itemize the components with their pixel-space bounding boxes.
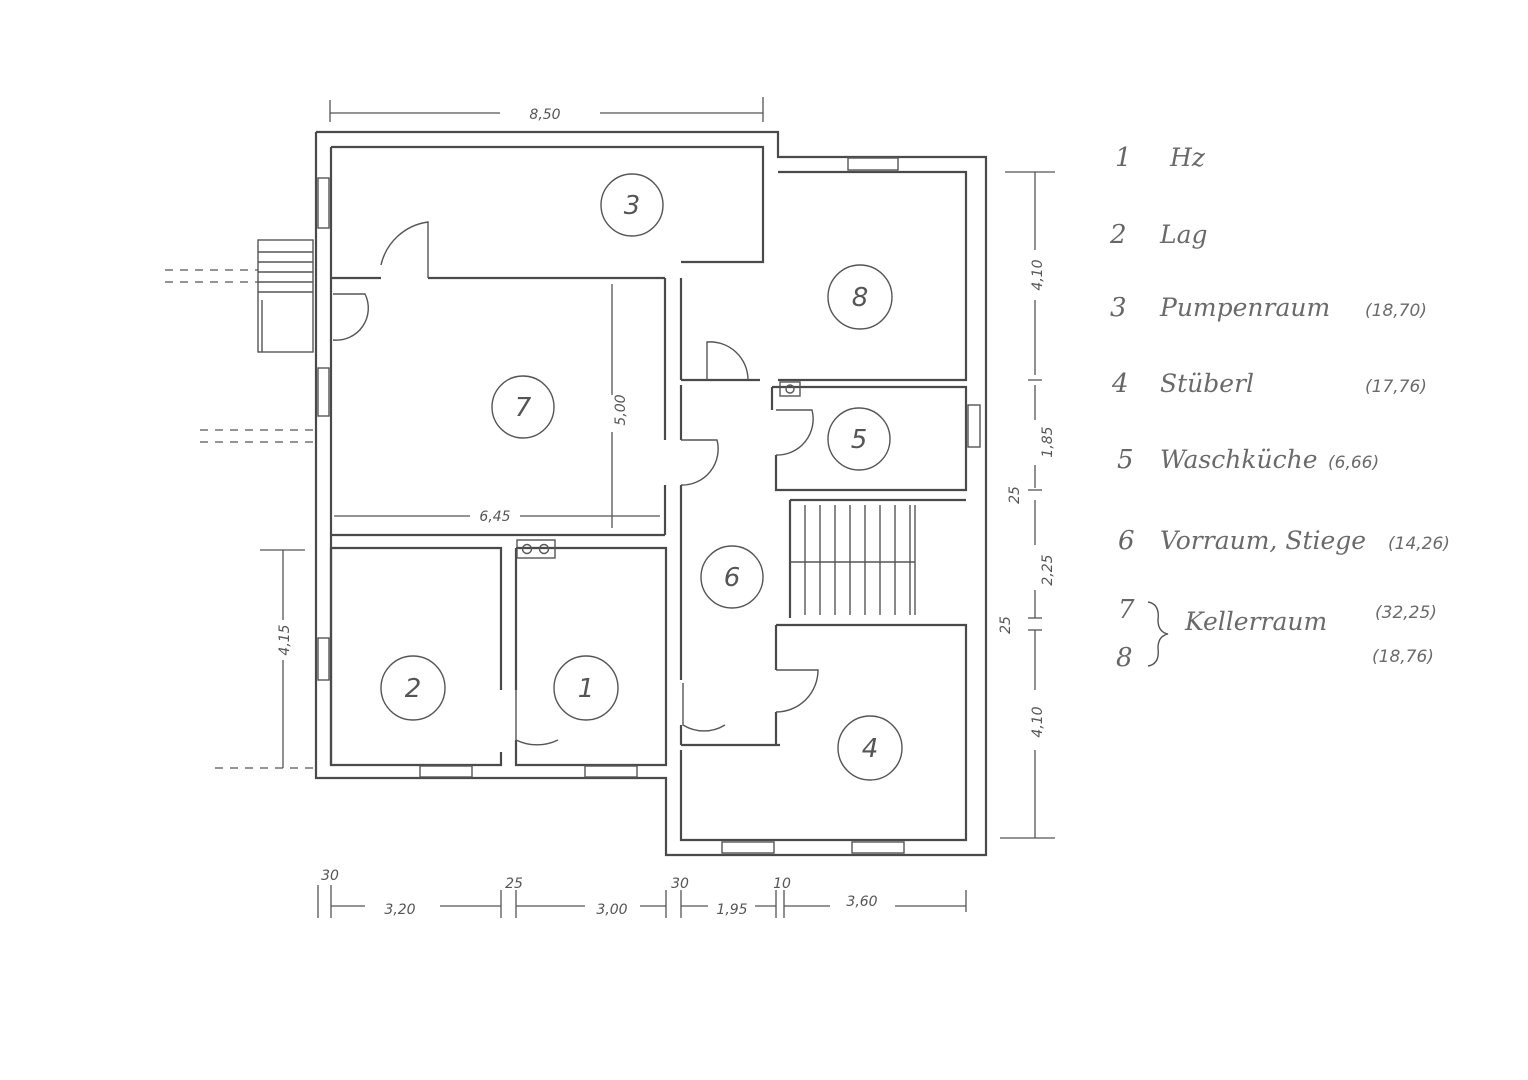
legend-item-2: 2 Lag <box>1109 220 1208 250</box>
svg-text:Hz: Hz <box>1169 143 1206 172</box>
room-labels: 3 8 7 5 6 2 1 4 <box>380 173 903 781</box>
dim-right-4: 2,25 <box>1040 554 1056 585</box>
svg-text:Kellerraum: Kellerraum <box>1184 607 1327 636</box>
dim-right-5: 25 <box>998 616 1014 634</box>
dim-left-label: 4,15 <box>277 624 293 655</box>
svg-text:8: 8 <box>852 283 869 313</box>
svg-text:(6,66): (6,66) <box>1328 453 1379 473</box>
svg-text:7: 7 <box>1118 595 1135 625</box>
legend-item-6: 6 Vorraum, Stiege (14,26) <box>1118 526 1450 556</box>
room-label-4: 4 <box>837 715 903 781</box>
walls <box>314 130 988 857</box>
svg-text:6: 6 <box>724 563 741 593</box>
dim-right-1: 4,10 <box>1030 259 1046 290</box>
dim-room7-height-label: 5,00 <box>613 394 629 425</box>
dim-bottom-4: 3,00 <box>596 902 627 918</box>
svg-text:3: 3 <box>624 191 641 221</box>
svg-text:2: 2 <box>405 674 422 704</box>
svg-text:2: 2 <box>1109 220 1127 250</box>
svg-text:5: 5 <box>851 425 868 455</box>
room-label-1: 1 <box>553 655 619 721</box>
svg-text:(32,25): (32,25) <box>1375 603 1437 623</box>
dim-bottom-2: 3,20 <box>384 902 415 918</box>
room-label-3: 3 <box>600 173 664 237</box>
svg-text:Pumpenraum: Pumpenraum <box>1159 293 1330 322</box>
svg-text:8: 8 <box>1116 643 1133 673</box>
dashed-lines <box>165 269 314 769</box>
svg-text:1: 1 <box>1115 143 1132 173</box>
room-label-6: 6 <box>700 545 764 609</box>
dim-bottom-8: 3,60 <box>846 894 877 910</box>
svg-text:6: 6 <box>1118 526 1135 556</box>
legend-group-kellerraum: 7 8 Kellerraum (32,25) (18,76) <box>1116 595 1437 673</box>
dim-bottom-3: 25 <box>505 876 523 892</box>
svg-text:5: 5 <box>1117 445 1134 475</box>
svg-text:(18,76): (18,76) <box>1372 647 1434 667</box>
dim-right-2: 1,85 <box>1040 426 1056 457</box>
dim-right-6: 4,10 <box>1030 706 1046 737</box>
dim-bottom-6: 1,95 <box>716 902 747 918</box>
windows <box>317 157 981 854</box>
legend-item-1: 1 Hz <box>1115 143 1206 173</box>
dim-room7-width-label: 6,45 <box>479 509 510 525</box>
svg-text:7: 7 <box>515 393 532 423</box>
svg-text:(17,76): (17,76) <box>1365 377 1427 397</box>
heater-symbol <box>516 381 801 559</box>
stairs <box>790 505 916 615</box>
legend-item-3: 3 Pumpenraum (18,70) <box>1110 293 1427 323</box>
dimension-lines: 8,50 5,00 6,45 4,15 4,10 1,85 25 2,25 25 <box>260 97 1056 918</box>
legend: 1 Hz 2 Lag 3 Pumpenraum (18,70) 4 Stüber… <box>1109 143 1450 673</box>
svg-text:4: 4 <box>862 734 879 764</box>
svg-text:(18,70): (18,70) <box>1365 301 1427 321</box>
legend-item-5: 5 Waschküche (6,66) <box>1117 445 1379 475</box>
dim-top-label: 8,50 <box>529 107 560 123</box>
exterior-steps <box>257 239 314 353</box>
svg-text:Stüberl: Stüberl <box>1160 369 1254 398</box>
svg-text:Lag: Lag <box>1159 220 1208 249</box>
room-label-7: 7 <box>491 375 555 439</box>
room-label-5: 5 <box>827 407 891 471</box>
dim-right-3: 25 <box>1007 486 1023 504</box>
dim-bottom-1: 30 <box>321 868 339 884</box>
svg-text:Waschküche: Waschküche <box>1160 445 1318 474</box>
room-label-8: 8 <box>827 264 893 330</box>
dim-bottom-7: 10 <box>773 876 791 892</box>
svg-text:(14,26): (14,26) <box>1388 534 1450 554</box>
doors <box>332 221 819 746</box>
svg-text:3: 3 <box>1110 293 1127 323</box>
legend-item-4: 4 Stüberl (17,76) <box>1111 369 1427 399</box>
svg-text:1: 1 <box>578 674 595 704</box>
svg-text:4: 4 <box>1111 369 1129 399</box>
room-label-2: 2 <box>380 655 446 721</box>
svg-text:Vorraum, Stiege: Vorraum, Stiege <box>1160 526 1366 555</box>
dim-bottom-5: 30 <box>671 876 689 892</box>
